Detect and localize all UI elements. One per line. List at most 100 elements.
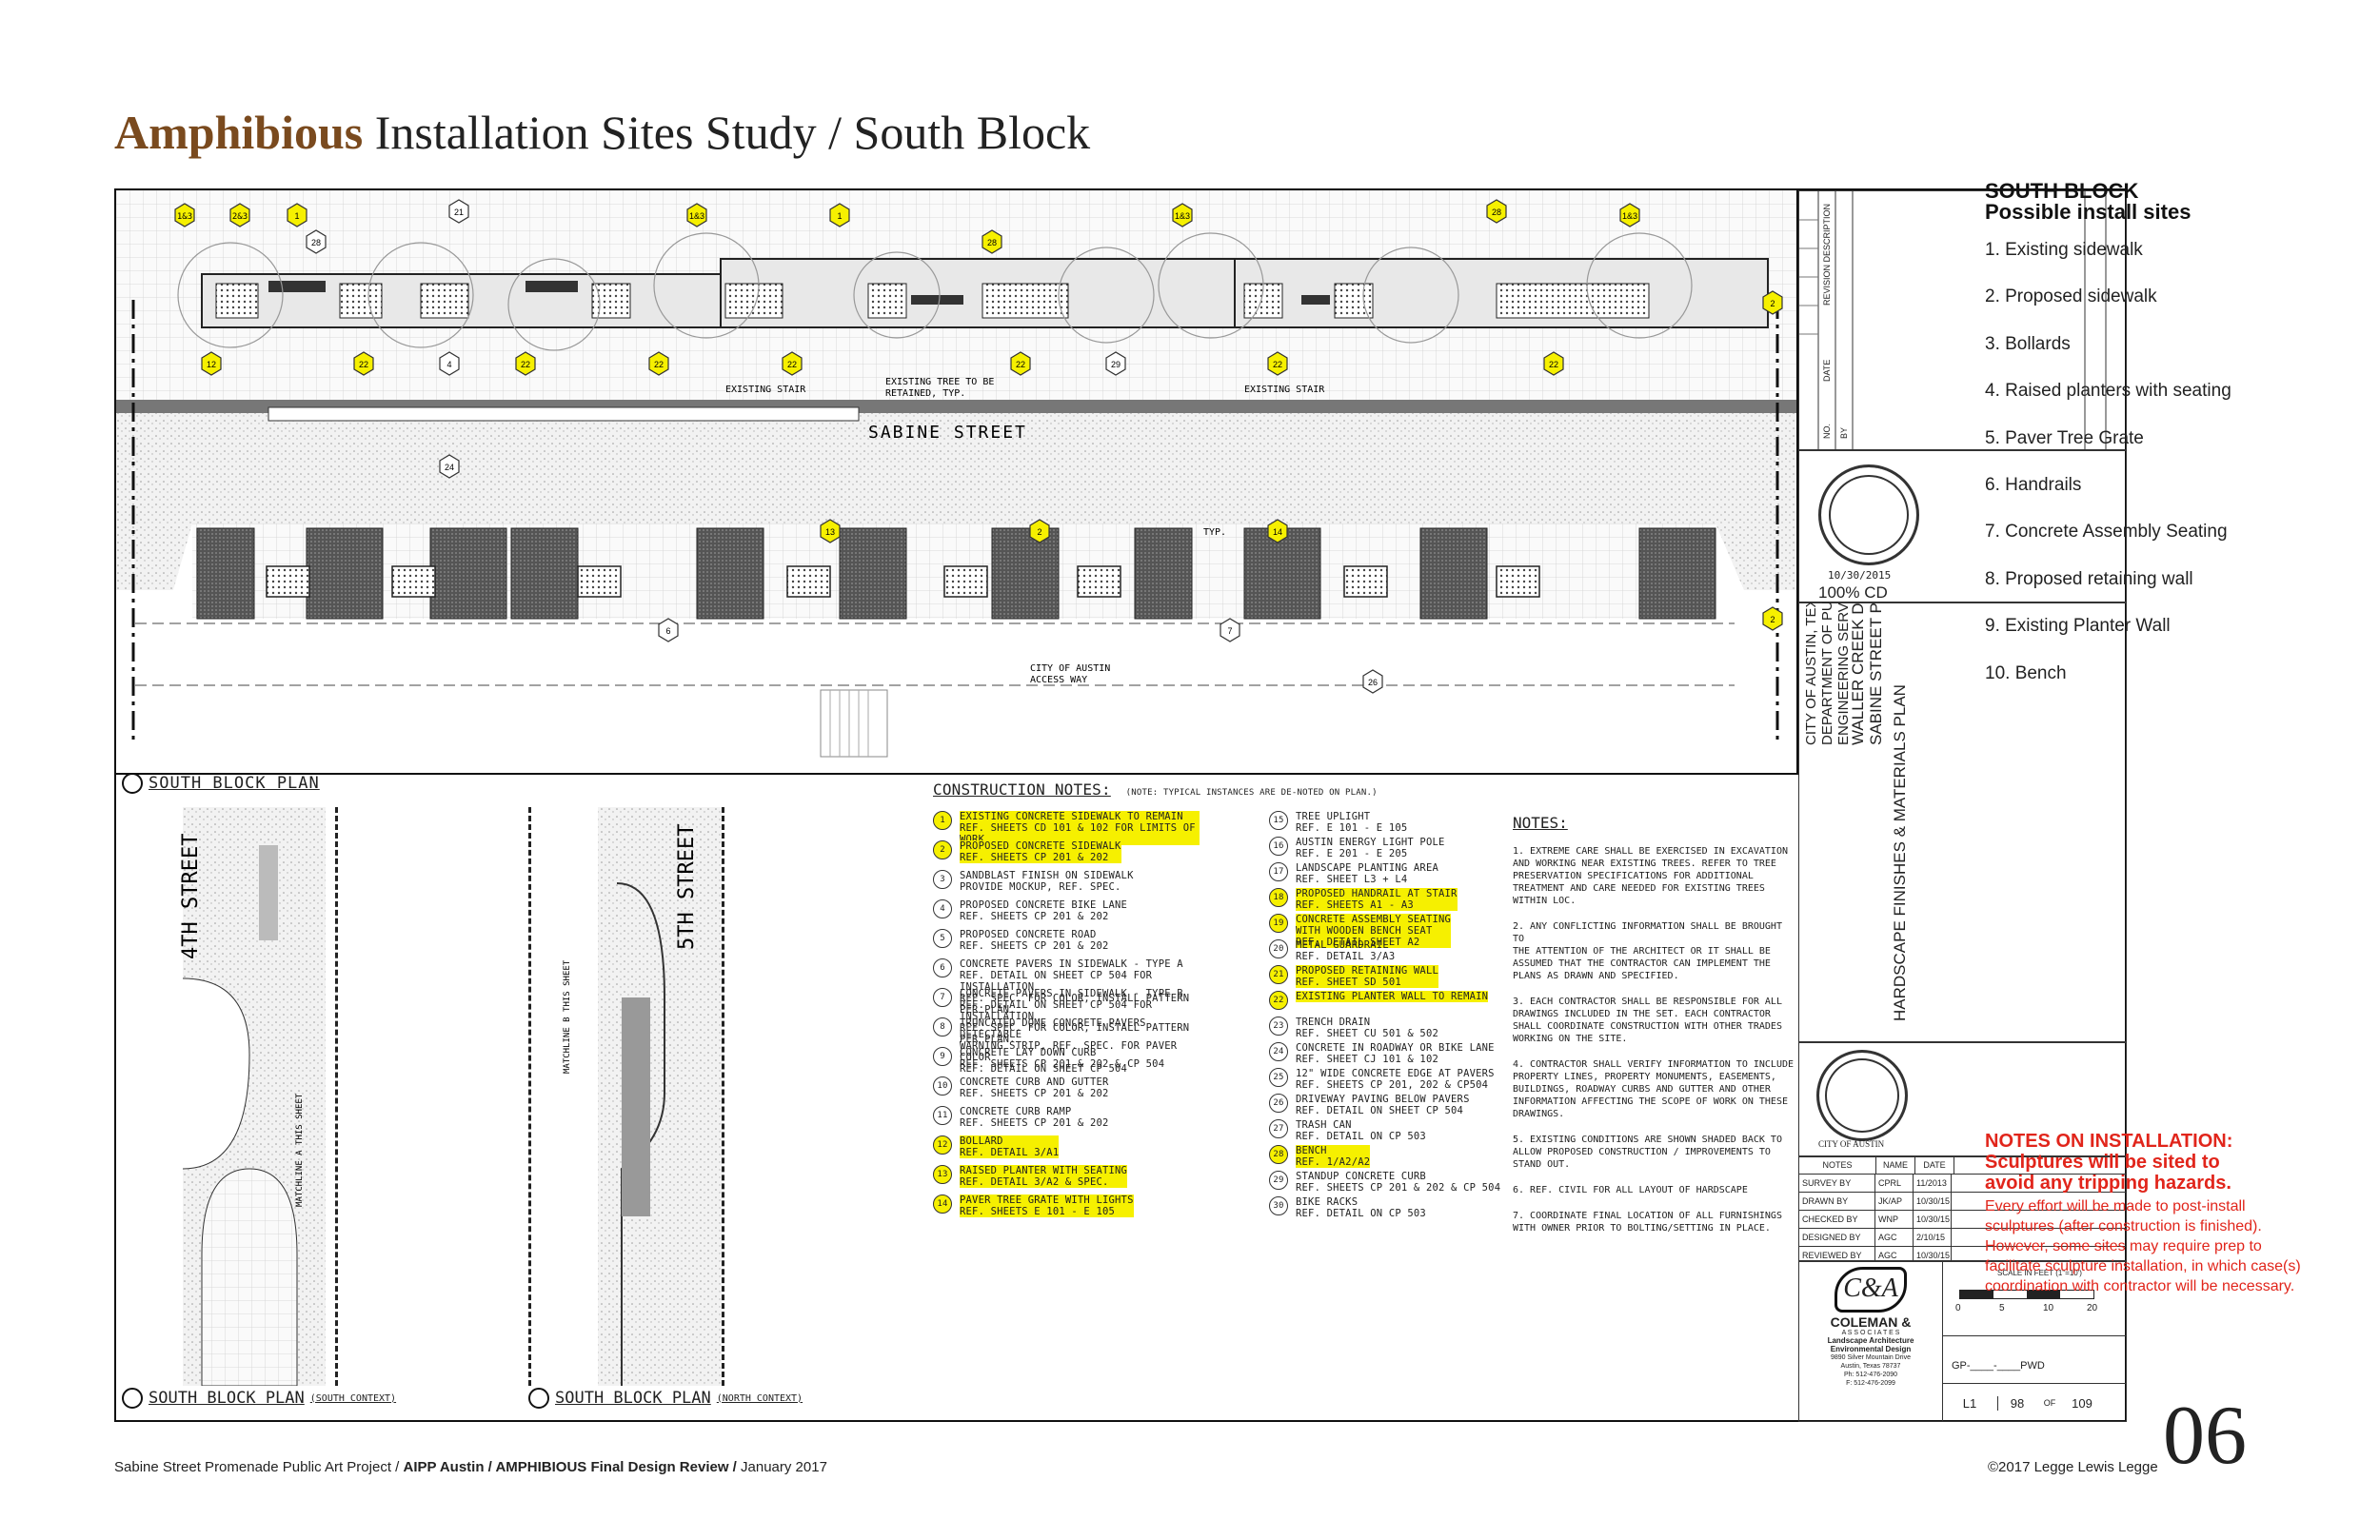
approval-cell: AGC [1875,1247,1914,1261]
gp-number: GP-____-____PWD [1952,1360,2045,1372]
firm-logo-area: C&A COLEMAN & A S S O C I A T E S Landsc… [1799,1261,1943,1421]
install-sites-panel: SOUTH BLOCK Possible install sites 1. Ex… [1985,181,2347,710]
construction-notes-heading: CONSTRUCTION NOTES: [933,780,1111,799]
install-sites-subheading: Possible install sites [1985,200,2192,224]
drawing-sheet: 1&3 2&3 1 1&3 1 1&3 1&3 12 22 22 22 22 2… [114,188,2127,1422]
page-title: Amphibious Installation Sites Study / So… [114,105,1090,160]
install-site-item: 5. Paver Tree Grate [1985,427,2144,448]
by-header: BY [1839,426,1849,439]
construction-note: 13 RAISED PLANTER WITH SEATING REF. DETAI… [933,1165,1200,1188]
approval-cell: AGC [1875,1229,1914,1246]
approval-cell: 11/2013 [1914,1175,1952,1192]
install-sites-list: 1. Existing sidewalk 2. Proposed sidewalk… [1985,240,2347,710]
inset-south-street: 4TH STREET [179,834,203,959]
title-block: REVISION DESCRIPTION DATE NO. BY 10/30/2… [1798,190,2127,1422]
note-text: METAL GUARDRAIL REF. DETAIL 3/A3 [1296,939,1396,962]
construction-note: 20 METAL GUARDRAIL REF. DETAIL 3/A3 [1269,939,1536,962]
svg-text:1&3: 1&3 [1622,211,1637,221]
svg-text:RETAINED, TYP.: RETAINED, TYP. [885,388,965,399]
svg-text:2: 2 [1770,615,1775,624]
plan-title: SOUTH BLOCK PLAN [149,774,320,793]
inset-north-context: (NORTH CONTEXT) [716,1392,803,1404]
inset-north-title: SOUTH BLOCK PLAN [555,1389,711,1408]
note-number: 8 [933,1017,952,1037]
inset-north-street: 5TH STREET [675,824,699,950]
install-site-item: 8. Proposed retaining wall [1985,568,2193,589]
note-number: 24 [1269,1042,1288,1061]
approval-cell: 10/30/15 [1914,1211,1952,1228]
note-number: 20 [1269,939,1288,958]
site-plan-drawing: 1&3 2&3 1 1&3 1 1&3 1&3 12 22 22 22 22 2… [116,190,1796,758]
installation-notes: NOTES ON INSTALLATION: Sculptures will b… [1985,1131,2318,1296]
note-text: BOLLARD REF. DETAIL 3/A1 [960,1135,1060,1158]
no-header: NO. [1822,423,1832,439]
installation-notes-heading: NOTES ON INSTALLATION: Sculptures will b… [1985,1131,2233,1194]
copyright: ©2017 Legge Lewis Legge [1988,1459,2158,1475]
note-number: 28 [1269,1145,1288,1164]
install-site-item: 4. Raised planters with seating [1985,381,2231,402]
city-seal-icon [1816,1050,1908,1141]
general-note: 7. COORDINATE FINAL LOCATION OF ALL FURN… [1513,1211,1782,1234]
seal-date: 10/30/2015 [1828,569,1892,582]
scale-label: SCALE IN FEET (1"=10') [1997,1269,2082,1277]
note-text: TRENCH DRAIN REF. SHEET CU 501 & 502 [1296,1017,1438,1039]
stage-label: 100% CD [1818,583,1888,602]
north-arrow-icon [122,773,143,794]
svg-text:29: 29 [1111,360,1121,369]
general-notes-heading: NOTES: [1513,814,1568,832]
sheet-of: OF [2043,1398,2056,1408]
engineer-seal-block: 10/30/2015 100% CD [1798,449,2127,603]
svg-text:22: 22 [654,360,664,369]
note-number: 9 [933,1047,952,1066]
svg-text:ACCESS WAY: ACCESS WAY [1030,675,1087,685]
firm-sub2: Environmental Design [1830,1345,1912,1353]
district-lines: WALLER CREEK DISTRICT SABINE STREET PROM… [1849,602,1885,745]
firm-logo-icon: C&A [1835,1267,1907,1313]
inset-south-caption: SOUTH BLOCK PLAN (SOUTH CONTEXT) [122,1388,396,1409]
note-text: RAISED PLANTER WITH SEATING REF. DETAIL … [960,1165,1128,1188]
note-number: 17 [1269,862,1288,881]
inset-south-context: (SOUTH CONTEXT) [309,1392,397,1404]
install-site-item: 1. Existing sidewalk [1985,240,2143,260]
footer-project: Sabine Street Promenade Public Art Proje… [114,1459,404,1475]
svg-text:28: 28 [311,238,321,247]
note-number: 13 [933,1165,952,1184]
firm-block: C&A COLEMAN & A S S O C I A T E S Landsc… [1798,1260,2127,1422]
note-text: BIKE RACKS REF. DETAIL ON CP 503 [1296,1196,1426,1219]
scale-tick: 5 [1999,1303,2005,1313]
scale-tick: 10 [2043,1303,2054,1313]
approval-cell: REVIEWED BY [1799,1247,1875,1261]
plan-title-block: SOUTH BLOCK PLAN [122,773,320,794]
note-number: 22 [1269,991,1288,1010]
note-number: 5 [933,929,952,948]
approval-cell: CHECKED BY [1799,1211,1875,1228]
svg-text:1&3: 1&3 [1175,211,1190,221]
access-way-label: CITY OF AUSTIN [1030,663,1110,674]
svg-text:22: 22 [1016,360,1025,369]
svg-text:22: 22 [1273,360,1282,369]
south-block-plan: 1&3 2&3 1 1&3 1 1&3 1&3 12 22 22 22 22 2… [116,190,1798,775]
svg-text:6: 6 [665,626,670,636]
install-sites-heading: SOUTH BLOCK [1985,179,2139,203]
install-site-item: 10. Bench [1985,662,2067,683]
install-site-item: 2. Proposed sidewalk [1985,286,2157,307]
scale-tick: 0 [1955,1303,1961,1313]
note-text: CONCRETE PAVERS IN SIDEWALK - TYPE A REF… [960,958,1190,1016]
inset-north-drawing: 5TH STREET MATCHLINE B THIS SHEET [563,807,722,1386]
note-number: 10 [933,1076,952,1096]
svg-text:13: 13 [825,527,835,537]
project-lines: CITY OF AUSTIN, TEXAS DEPARTMENT OF PUBL… [1803,602,1852,745]
note-text: TRASH CAN REF. DETAIL ON CP 503 [1296,1119,1426,1142]
install-site-item: 3. Bollards [1985,333,2071,354]
note-number: 7 [933,988,952,1007]
